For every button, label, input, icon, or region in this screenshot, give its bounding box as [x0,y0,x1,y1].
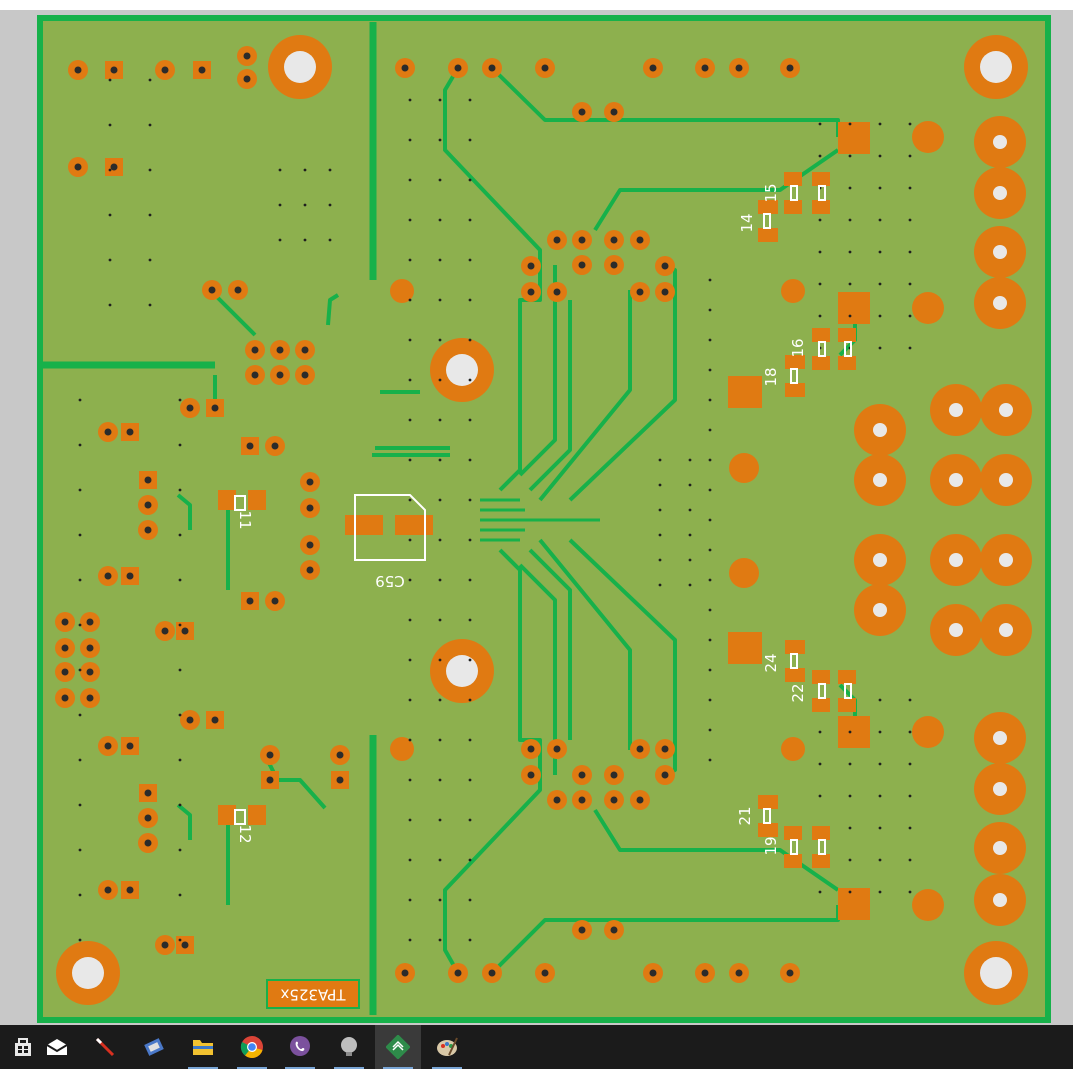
small-pads [55,46,800,983]
board-title-text: TPA325x [280,986,346,1004]
silkscreen-labels: C59 11 12 14 15 16 18 24 22 21 19 [236,183,807,855]
file-explorer-icon [193,1040,213,1055]
mount-hole [430,338,494,402]
square-pads [728,122,870,920]
network-tool-icon [144,1038,164,1056]
file-explorer-button[interactable] [180,1025,226,1069]
label-c18: 18 [762,367,780,386]
window-top-strip [0,0,1073,10]
ic-fanout [480,498,600,542]
mount-hole [56,941,120,1005]
pcb-board[interactable]: C59 11 12 14 15 16 18 24 22 21 19 TPA325… [0,10,1073,1025]
label-c21: 21 [736,806,754,825]
paint-icon [437,1037,458,1056]
medium-pads [390,121,944,921]
chrome-icon [240,1036,263,1058]
mounting-holes [56,35,1028,1005]
pen-tool-icon [95,1037,115,1057]
mail-icon [46,1039,68,1055]
pcb-editor-icon [386,1035,410,1059]
viber-icon [290,1036,310,1056]
pcb-viewport[interactable]: C59 11 12 14 15 16 18 24 22 21 19 TPA325… [0,10,1073,1025]
pad-drills [61,52,794,977]
network-tool-button[interactable] [131,1025,177,1069]
label-c16: 16 [789,338,807,357]
connector-pads [854,116,1032,926]
mount-hole [964,941,1028,1005]
plane-split-lines [40,22,377,1015]
label-c59: C59 [375,572,405,590]
label-c11: 11 [236,510,254,529]
pcb-editor-button[interactable] [375,1025,421,1069]
mail-button[interactable] [34,1025,80,1069]
label-c15: 15 [762,183,780,202]
stitch-vias [78,78,912,942]
mount-hole [964,35,1028,99]
label-c22: 22 [789,683,807,702]
bulb-app-button[interactable] [326,1025,372,1069]
store-button[interactable] [0,1025,46,1069]
store-icon [15,1038,31,1056]
viber-button[interactable] [277,1025,323,1069]
label-c12: 12 [236,824,254,843]
mount-hole [268,35,332,99]
label-c24: 24 [762,653,780,672]
pen-tool-button[interactable] [82,1025,128,1069]
label-c19: 19 [762,836,780,855]
taskbar [0,1025,1073,1069]
silkscreen-outlines [234,185,852,855]
board-title: TPA325x [266,979,360,1009]
bulb-app-icon [341,1037,357,1056]
label-c14: 14 [738,213,756,232]
chrome-button[interactable] [229,1025,275,1069]
mount-hole [430,639,494,703]
smd-parts [218,172,856,868]
paint-button[interactable] [424,1025,470,1069]
